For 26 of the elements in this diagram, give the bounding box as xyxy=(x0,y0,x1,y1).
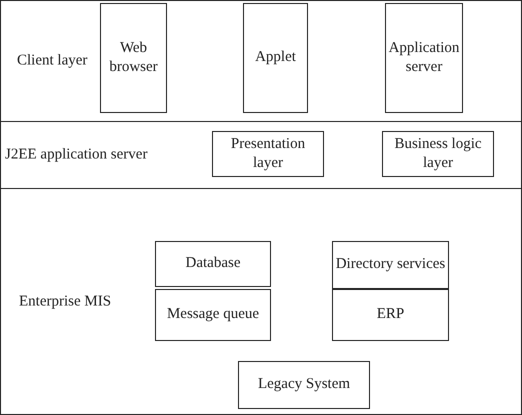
component-box xyxy=(243,3,308,113)
component-label: Web browser xyxy=(108,38,159,77)
component-label: Legacy System xyxy=(258,375,350,394)
component-box xyxy=(332,289,449,341)
component-box xyxy=(332,241,449,289)
component-label: Application server xyxy=(388,38,460,77)
component-box xyxy=(212,131,324,177)
layer-label: J2EE application server xyxy=(5,145,148,164)
component-box xyxy=(155,289,271,341)
layer-band xyxy=(0,188,522,415)
component-label: Message queue xyxy=(166,305,260,324)
component-box xyxy=(100,3,167,113)
component-box xyxy=(385,3,463,113)
component-label: Applet xyxy=(255,48,296,68)
layer-band xyxy=(0,121,522,189)
component-label: ERP xyxy=(376,305,404,324)
layer-label: Client layer xyxy=(17,51,88,70)
component-box xyxy=(382,131,494,177)
component-label: Directory services xyxy=(336,255,446,274)
component-label: Database xyxy=(186,254,240,274)
component-label: Business logic layer xyxy=(393,134,483,173)
layer-label: Enterprise MIS xyxy=(19,292,112,311)
component-box xyxy=(238,361,370,409)
component-label: Presentation layer xyxy=(230,134,306,173)
layer-band xyxy=(0,0,522,122)
component-box xyxy=(155,241,271,287)
